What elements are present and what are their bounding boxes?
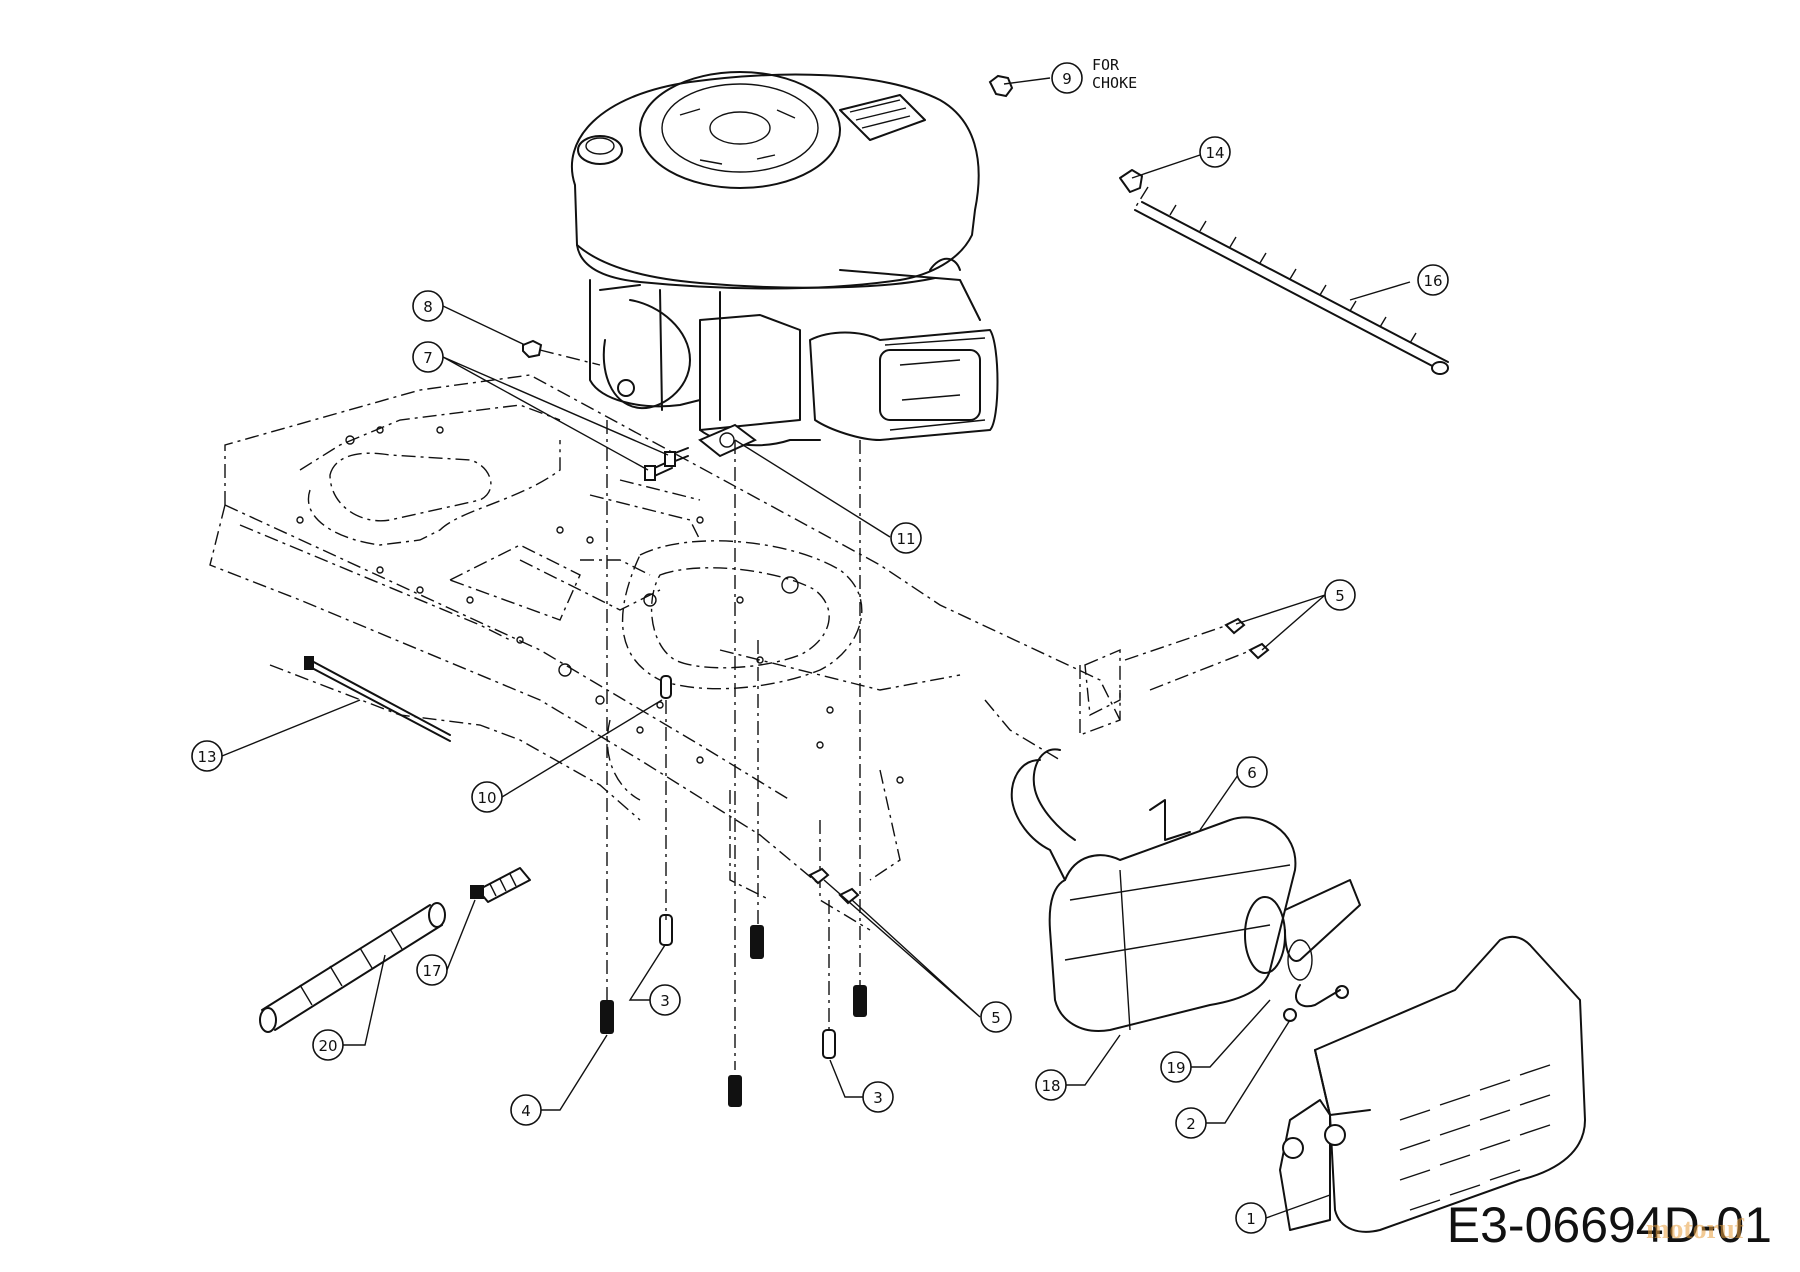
callout-17: 17 (416, 899, 476, 986)
callout-7: 7 (412, 341, 669, 471)
callout-13: 13 (191, 699, 361, 772)
callout-6: 6 (1199, 756, 1268, 831)
frame (209, 374, 1121, 931)
callout-14: 14 (1131, 136, 1231, 179)
callout-1: 1 (1235, 1194, 1331, 1234)
callout-18: 18 (1035, 1034, 1121, 1101)
callout-8: 8 (412, 290, 526, 346)
callout-5-bottom: 5 (823, 879, 1012, 1033)
callout-10: 10 (471, 699, 663, 813)
svg-text:14: 14 (1205, 144, 1224, 162)
svg-text:17: 17 (422, 962, 441, 980)
svg-text:20: 20 (318, 1037, 337, 1055)
svg-text:13: 13 (197, 748, 216, 766)
callout-5-top: 5 (1235, 579, 1356, 651)
callout-2: 2 (1175, 1019, 1291, 1139)
engine (570, 71, 999, 447)
svg-text:8: 8 (423, 298, 433, 316)
callouts: 9 FOR CHOKE 14 16 8 7 11 5 6 13 10 17 3 … (191, 56, 1449, 1234)
svg-text:5: 5 (1335, 587, 1345, 605)
svg-text:4: 4 (521, 1102, 531, 1120)
svg-text:1: 1 (1246, 1210, 1256, 1228)
svg-text:10: 10 (477, 789, 496, 807)
svg-text:16: 16 (1423, 272, 1442, 290)
callout-3-upper: 3 (628, 944, 681, 1016)
svg-text:9: 9 (1062, 70, 1072, 88)
svg-text:2: 2 (1186, 1115, 1196, 1133)
callout-9: 9 (1003, 62, 1083, 94)
svg-text:5: 5 (991, 1009, 1001, 1027)
callout-16: 16 (1349, 264, 1449, 301)
svg-text:3: 3 (873, 1089, 883, 1107)
assembly-lines (539, 186, 1253, 1070)
svg-text:3: 3 (660, 992, 670, 1010)
loose-parts (259, 74, 1449, 1107)
callout-19: 19 (1160, 999, 1271, 1083)
choke-note-line-2: CHOKE (1092, 74, 1137, 92)
callout-4: 4 (510, 1034, 608, 1126)
watermark-logo: motoruf (1646, 1214, 1744, 1245)
muffler (1010, 648, 1586, 1233)
callout-3-lower: 3 (829, 1059, 894, 1113)
svg-text:18: 18 (1041, 1077, 1060, 1095)
choke-note-line-1: FOR (1092, 56, 1120, 74)
callout-20: 20 (312, 954, 386, 1061)
drawing-number: E3-06694D-01 (1446, 1197, 1772, 1253)
callout-11: 11 (734, 439, 922, 554)
svg-text:19: 19 (1166, 1059, 1185, 1077)
svg-text:6: 6 (1247, 764, 1257, 782)
svg-text:11: 11 (896, 530, 915, 548)
svg-text:7: 7 (423, 349, 433, 367)
